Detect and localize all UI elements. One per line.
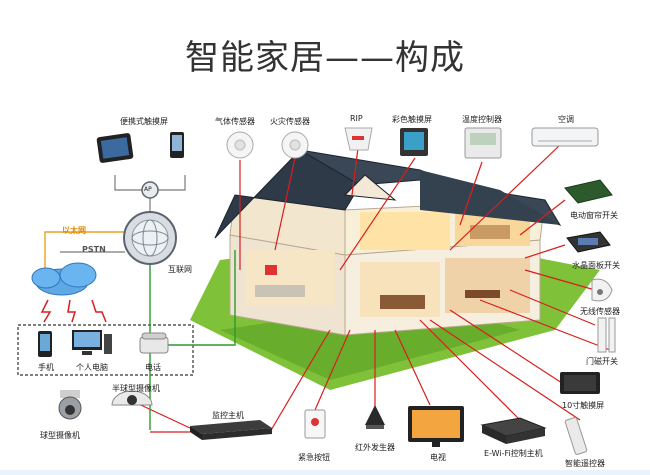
crystal-panel-device	[566, 231, 611, 253]
page-title: 智能家居——构成	[185, 38, 465, 78]
label-phone: 手机	[38, 363, 54, 372]
label-pstn: PSTN	[82, 245, 106, 254]
label-touch-screen-10: 10寸触摸屏	[562, 401, 605, 410]
roof-gable	[343, 174, 397, 201]
touch-screen-10-device	[560, 372, 600, 394]
label-pc: 个人电脑	[76, 363, 108, 372]
label-gas-sensor: 气体传感器	[215, 117, 255, 126]
personal-computer-device	[72, 330, 112, 355]
label-tv: 电视	[430, 453, 446, 462]
rip-sensor-device	[344, 127, 373, 151]
label-temp-controller: 温度控制器	[462, 115, 502, 124]
signal-arrows	[40, 299, 107, 323]
label-rip: RIP	[350, 114, 363, 123]
hemisphere-camera-device	[111, 390, 153, 406]
label-color-touch-screen: 彩色触摸屏	[392, 115, 432, 124]
smart-remote-device	[564, 417, 588, 455]
label-air-conditioner: 空调	[558, 115, 574, 124]
internet-cloud	[31, 262, 97, 296]
gas-sensor-device	[226, 131, 254, 159]
label-portable-touch-screen: 便携式触摸屏	[120, 117, 168, 126]
table	[465, 290, 500, 298]
kitchen-counter	[255, 285, 305, 297]
bed	[470, 225, 510, 239]
label-smart-remote: 智能遥控器	[565, 459, 605, 468]
telephone-device	[139, 332, 169, 354]
monitor-host-device	[190, 420, 272, 440]
label-ethernet: 以太网	[62, 226, 86, 235]
label-ewifi-host: E-Wi-Fi控制主机	[484, 449, 543, 458]
label-internet: 互联网	[168, 265, 192, 274]
label-monitor-host: 监控主机	[212, 411, 244, 420]
thermostat-device	[464, 127, 502, 159]
sphere-camera-device	[58, 390, 82, 420]
color-touch-panel-device	[400, 128, 428, 156]
label-curtain-switch: 电动窗帘开关	[570, 211, 618, 220]
air-conditioner-device	[531, 127, 599, 147]
fire-sensor-device	[281, 131, 309, 159]
orange-connection-lines	[44, 231, 125, 270]
label-ap: AP	[144, 186, 152, 193]
ewifi-host-device	[480, 417, 547, 444]
ir-transmitter-device	[365, 405, 385, 429]
green-connection-lines	[149, 250, 236, 430]
label-telephone: 电话	[145, 363, 161, 372]
label-hemisphere-camera: 半球型摄像机	[112, 384, 160, 393]
emergency-button-device	[304, 409, 326, 439]
curtain-switch-device	[564, 179, 613, 204]
router-globe	[123, 211, 177, 265]
room-upper-glow	[360, 212, 450, 250]
label-wireless-sensor: 无线传感器	[580, 307, 620, 316]
ap-node	[141, 181, 159, 199]
bottom-decoration	[0, 470, 650, 475]
label-emergency-button: 紧急按钮	[298, 453, 330, 462]
roof-right	[420, 170, 560, 225]
tablet-device	[96, 133, 134, 163]
red-connection-lines	[129, 144, 611, 433]
red-chair	[265, 265, 277, 275]
label-door-sensor: 门磁开关	[586, 357, 618, 366]
tv-device	[408, 406, 464, 447]
label-ir-transmitter: 红外发生器	[355, 443, 395, 452]
mobile-phone-device	[38, 331, 52, 357]
wireless-sensor-device	[591, 278, 613, 302]
room-lower-right	[445, 258, 530, 313]
sofa	[380, 295, 425, 309]
label-crystal-panel: 水晶面板开关	[572, 261, 620, 270]
door-sensor-device	[597, 317, 616, 353]
label-sphere-camera: 球型摄像机	[40, 431, 80, 440]
label-fire-sensor: 火灾传感器	[270, 117, 310, 126]
handheld-phone-device	[170, 132, 184, 158]
